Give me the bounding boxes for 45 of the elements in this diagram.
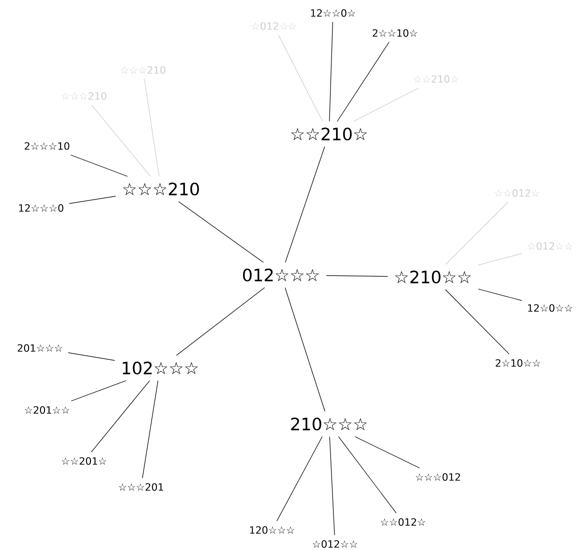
- tree-label: 12☆☆☆0: [19, 204, 64, 212]
- tree-label: 12☆0☆☆: [528, 304, 572, 312]
- connector-line: [353, 88, 419, 122]
- connector-line: [142, 380, 158, 478]
- connector-line: [445, 289, 510, 354]
- tree-label: 102☆☆☆: [122, 362, 198, 374]
- tree-label: 201☆☆☆: [18, 344, 62, 352]
- connector-line: [329, 436, 335, 536]
- connector-line: [91, 104, 151, 177]
- tree-label: 210☆☆☆: [291, 418, 367, 430]
- connector-line: [336, 42, 390, 122]
- tree-label: 120☆☆☆: [250, 526, 294, 534]
- connector-line: [276, 436, 323, 522]
- connector-line: [91, 380, 150, 452]
- connector-line: [285, 146, 325, 263]
- connector-line: [478, 253, 522, 266]
- connector-line: [144, 78, 160, 177]
- connector-line: [329, 22, 333, 122]
- tree-label: ☆☆☆012: [416, 473, 460, 481]
- tree-label: 12☆☆0☆: [311, 9, 356, 17]
- connector-line: [178, 201, 264, 263]
- tree-label: ☆☆210☆: [291, 128, 367, 140]
- tree-label: 012☆☆☆: [243, 268, 319, 282]
- connector-line: [68, 196, 116, 204]
- tree-label: ☆☆201☆: [62, 457, 106, 465]
- tree-label: ☆☆☆201: [118, 483, 164, 491]
- connector-line: [176, 287, 265, 356]
- tree-label: 2☆10☆☆: [496, 359, 540, 367]
- connector-line: [326, 275, 388, 277]
- connector-line: [278, 34, 323, 122]
- tree-label: 2☆☆10☆: [372, 29, 418, 37]
- tree-label: ☆210☆☆: [395, 270, 471, 284]
- connector-line: [338, 436, 397, 514]
- tree-label: ☆201☆☆: [24, 406, 70, 414]
- tree-label: ☆012☆☆: [312, 540, 358, 548]
- tree-label: 2☆☆☆10: [24, 142, 70, 150]
- connector-line: [478, 288, 522, 301]
- connector-line: [68, 352, 116, 361]
- connector-line: [284, 287, 326, 412]
- tree-label: ☆☆012☆: [380, 518, 426, 526]
- tree-label: ☆☆☆210: [123, 182, 199, 196]
- connector-line: [70, 380, 126, 402]
- connector-line: [354, 436, 420, 468]
- connector-line: [445, 202, 508, 265]
- connector-line: [70, 154, 128, 177]
